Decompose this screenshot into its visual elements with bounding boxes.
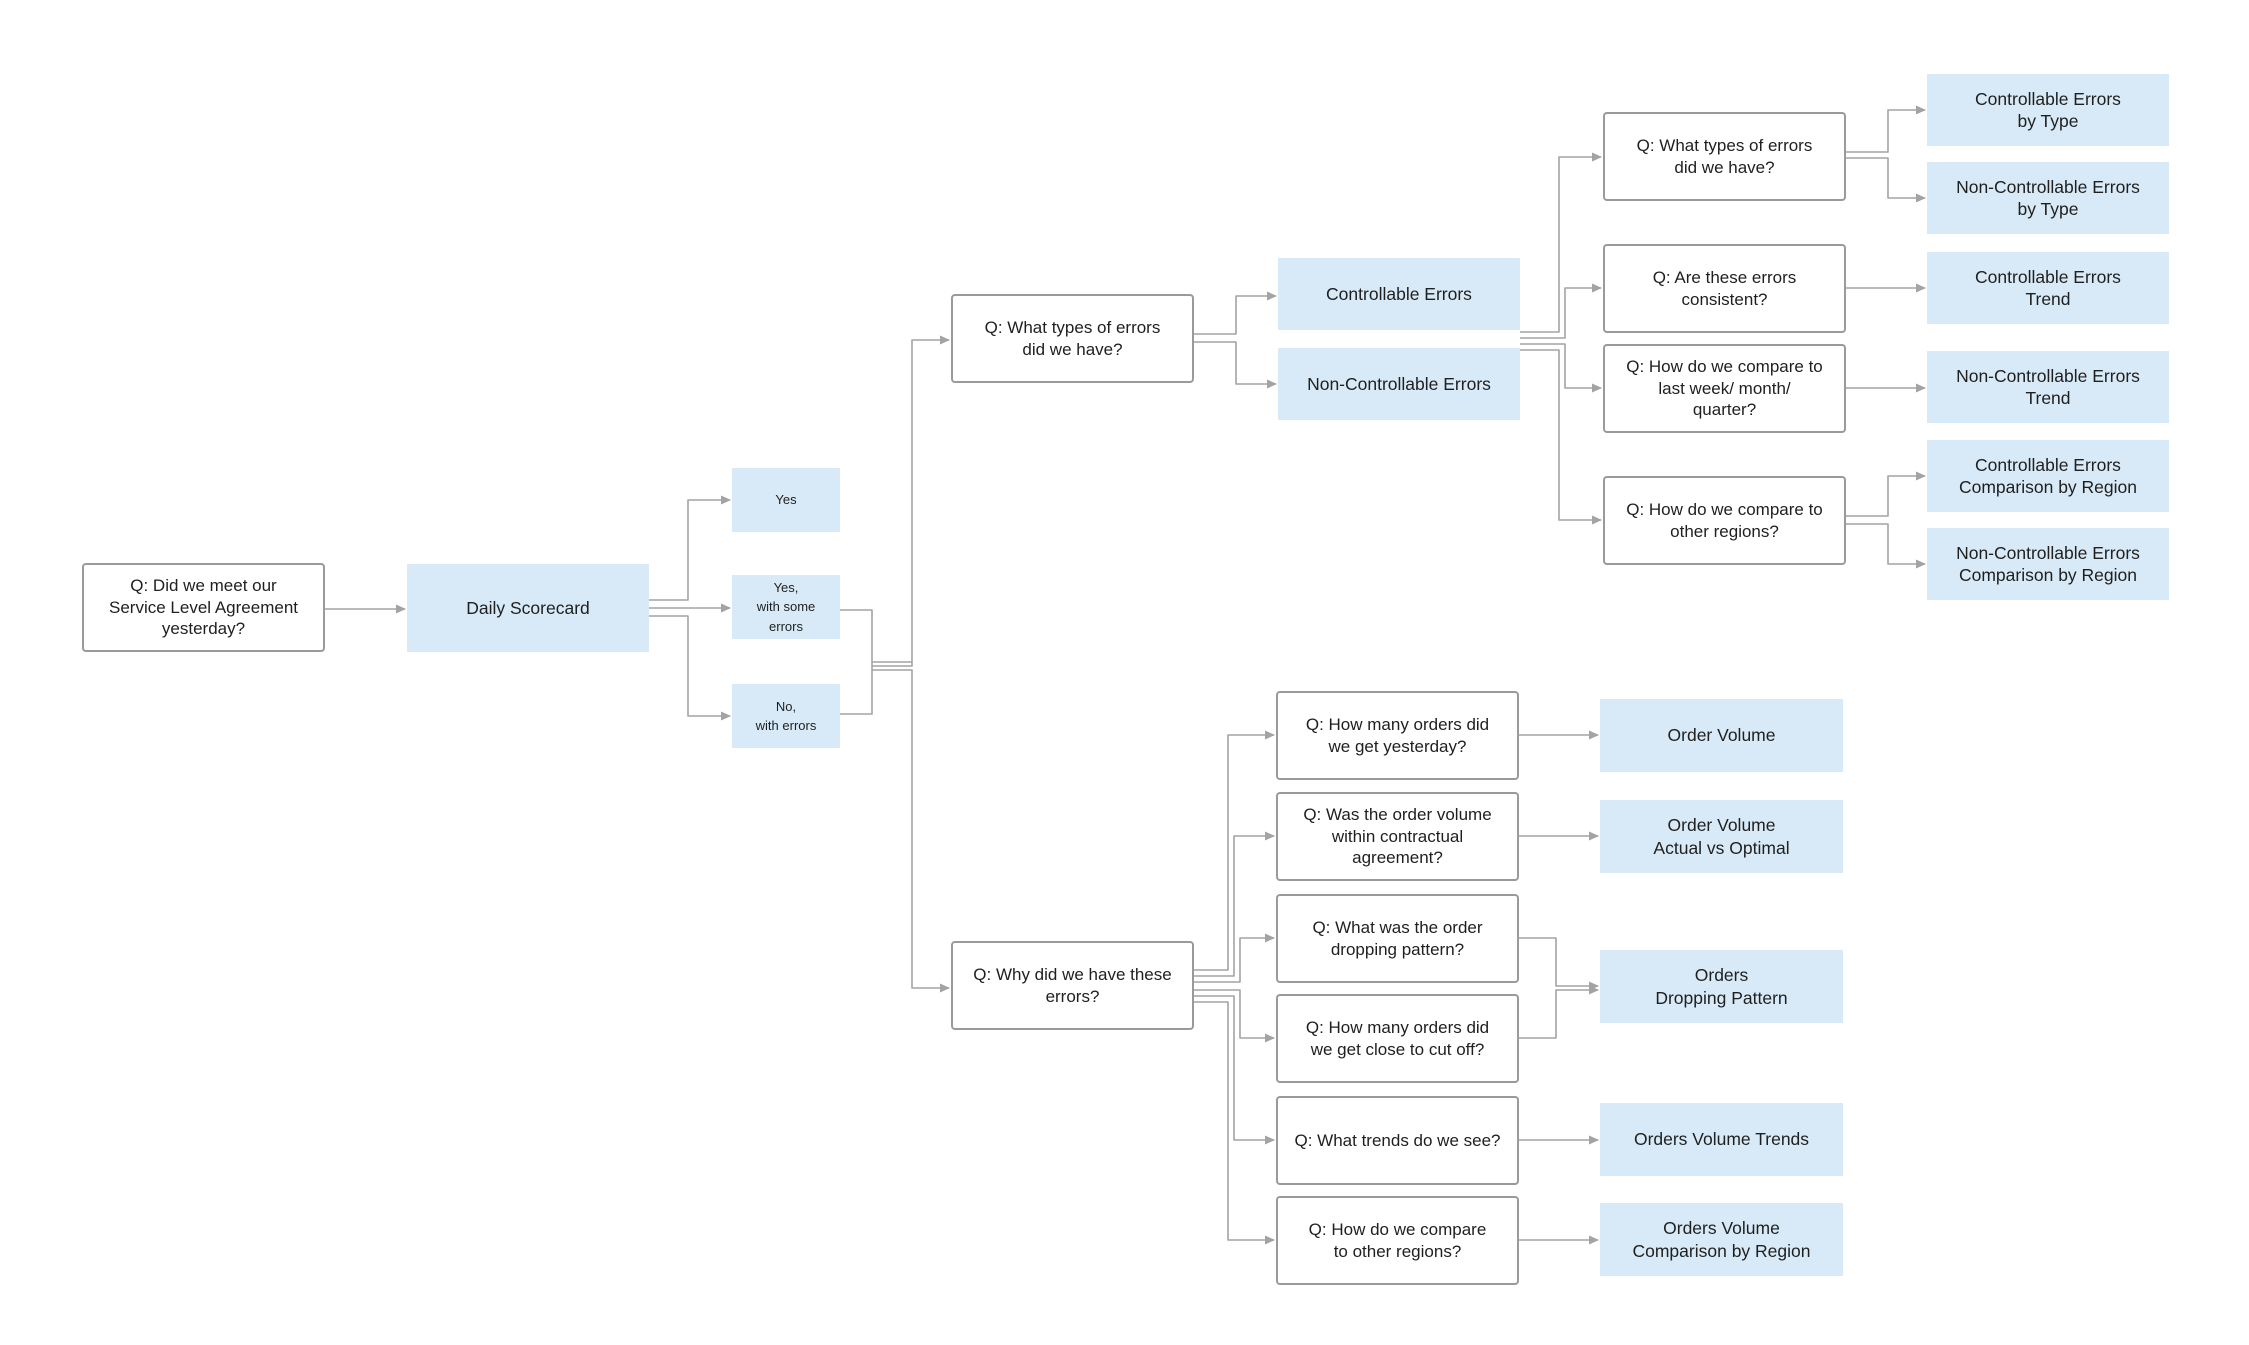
connector-line [1520,283,1602,339]
non-controllable-errors-trend-label: Non-Controllable Errors Trend [1956,365,2140,408]
controllable-errors-region-node: Controllable Errors Comparison by Region [1927,440,2169,512]
non-controllable-errors-label: Non-Controllable Errors [1307,373,1491,394]
answer-yes-some-errors-label: Yes, with some errors [756,579,816,634]
question-why-errors-node: Q: Why did we have these errors? [951,941,1194,1030]
controllable-errors-by-type-node: Controllable Errors by Type [1927,74,2169,146]
connector-line [872,335,950,667]
connector-line [1846,471,1926,517]
question-errors-consistent-node: Q: Are these errors consistent? [1603,244,1846,333]
non-controllable-errors-node: Non-Controllable Errors [1278,348,1520,420]
question-compare-time-label: Q: How do we compare to last week/ month… [1626,356,1823,420]
connector-line [1846,523,1926,569]
connector-line [1194,730,1275,971]
connector-line [1846,157,1926,203]
root-question-label: Q: Did we meet our Service Level Agreeme… [109,575,298,639]
orders-volume-trends-label: Orders Volume Trends [1633,1129,1810,1150]
daily-scorecard-node: Daily Scorecard [407,564,649,652]
order-volume-label: Order Volume [1667,725,1776,746]
connector-line [1194,831,1275,977]
question-trends-node: Q: What trends do we see? [1276,1096,1519,1185]
non-controllable-errors-region-node: Non-Controllable Errors Comparison by Re… [1927,528,2169,600]
orders-dropping-pattern-label: Orders Dropping Pattern [1655,965,1788,1008]
question-order-volume-contract-label: Q: Was the order volume within contractu… [1303,804,1492,868]
root-question-node: Q: Did we meet our Service Level Agreeme… [82,563,325,652]
question-error-types-detail-label: Q: What types of errors did we have? [1636,135,1813,177]
controllable-errors-label: Controllable Errors [1326,283,1472,304]
controllable-errors-trend-label: Controllable Errors Trend [1975,266,2121,309]
connector-line [1194,1001,1275,1245]
question-orders-yesterday-node: Q: How many orders did we get yesterday? [1276,691,1519,780]
question-why-errors-label: Q: Why did we have these errors? [973,964,1172,1006]
question-orders-yesterday-label: Q: How many orders did we get yesterday? [1305,714,1490,756]
orders-volume-trends-node: Orders Volume Trends [1600,1103,1843,1176]
connector-line [1194,989,1275,1043]
answer-no-errors-node: No, with errors [732,684,840,748]
question-error-types-label: Q: What types of errors did we have? [984,317,1161,359]
connector-line [840,609,873,715]
question-dropping-pattern-node: Q: What was the order dropping pattern? [1276,894,1519,983]
question-dropping-pattern-label: Q: What was the order dropping pattern? [1312,917,1483,959]
question-compare-time-node: Q: How do we compare to last week/ month… [1603,344,1846,433]
connector-line [649,495,731,601]
connector-line [1194,933,1275,983]
question-cutoff-orders-node: Q: How many orders did we get close to c… [1276,994,1519,1083]
non-controllable-errors-by-type-label: Non-Controllable Errors by Type [1956,176,2140,219]
question-compare-other-regions-node: Q: How do we compare to other regions? [1276,1196,1519,1285]
non-controllable-errors-trend-node: Non-Controllable Errors Trend [1927,351,2169,423]
orders-volume-region-label: Orders Volume Comparison by Region [1632,1218,1811,1261]
controllable-errors-node: Controllable Errors [1278,258,1520,330]
question-cutoff-orders-label: Q: How many orders did we get close to c… [1305,1017,1490,1059]
connector-line [1520,152,1602,333]
controllable-errors-region-label: Controllable Errors Comparison by Region [1958,454,2137,497]
answer-yes-label: Yes [775,492,797,508]
answer-no-errors-label: No, with errors [755,698,817,734]
question-compare-other-regions-label: Q: How do we compare to other regions? [1308,1219,1487,1261]
order-volume-actual-node: Order Volume Actual vs Optimal [1600,800,1843,873]
question-error-types-detail-node: Q: What types of errors did we have? [1603,112,1846,201]
question-compare-regions-node: Q: How do we compare to other regions? [1603,476,1846,565]
connector-line [1519,985,1599,1039]
orders-volume-region-node: Orders Volume Comparison by Region [1600,1203,1843,1276]
connector-line [1519,937,1599,991]
question-error-types-node: Q: What types of errors did we have? [951,294,1194,383]
non-controllable-errors-by-type-node: Non-Controllable Errors by Type [1927,162,2169,234]
answer-yes-node: Yes [732,468,840,532]
non-controllable-errors-region-label: Non-Controllable Errors Comparison by Re… [1956,542,2140,585]
orders-dropping-pattern-node: Orders Dropping Pattern [1600,950,1843,1023]
connector-line [872,669,950,993]
connector-line [1846,105,1926,153]
connector-line [649,615,731,721]
question-errors-consistent-label: Q: Are these errors consistent? [1652,267,1797,309]
order-volume-node: Order Volume [1600,699,1843,772]
question-trends-label: Q: What trends do we see? [1294,1130,1501,1150]
connector-line [1520,343,1602,393]
question-order-volume-contract-node: Q: Was the order volume within contractu… [1276,792,1519,881]
connector-line [1194,995,1275,1145]
daily-scorecard-label: Daily Scorecard [466,597,590,618]
controllable-errors-trend-node: Controllable Errors Trend [1927,252,2169,324]
question-compare-regions-label: Q: How do we compare to other regions? [1626,499,1823,541]
connector-line [1520,349,1602,525]
answer-yes-some-errors-node: Yes, with some errors [732,575,840,639]
controllable-errors-by-type-label: Controllable Errors by Type [1975,88,2121,131]
order-volume-actual-label: Order Volume Actual vs Optimal [1653,815,1790,858]
connector-line [1194,291,1277,335]
connector-line [1194,341,1277,389]
